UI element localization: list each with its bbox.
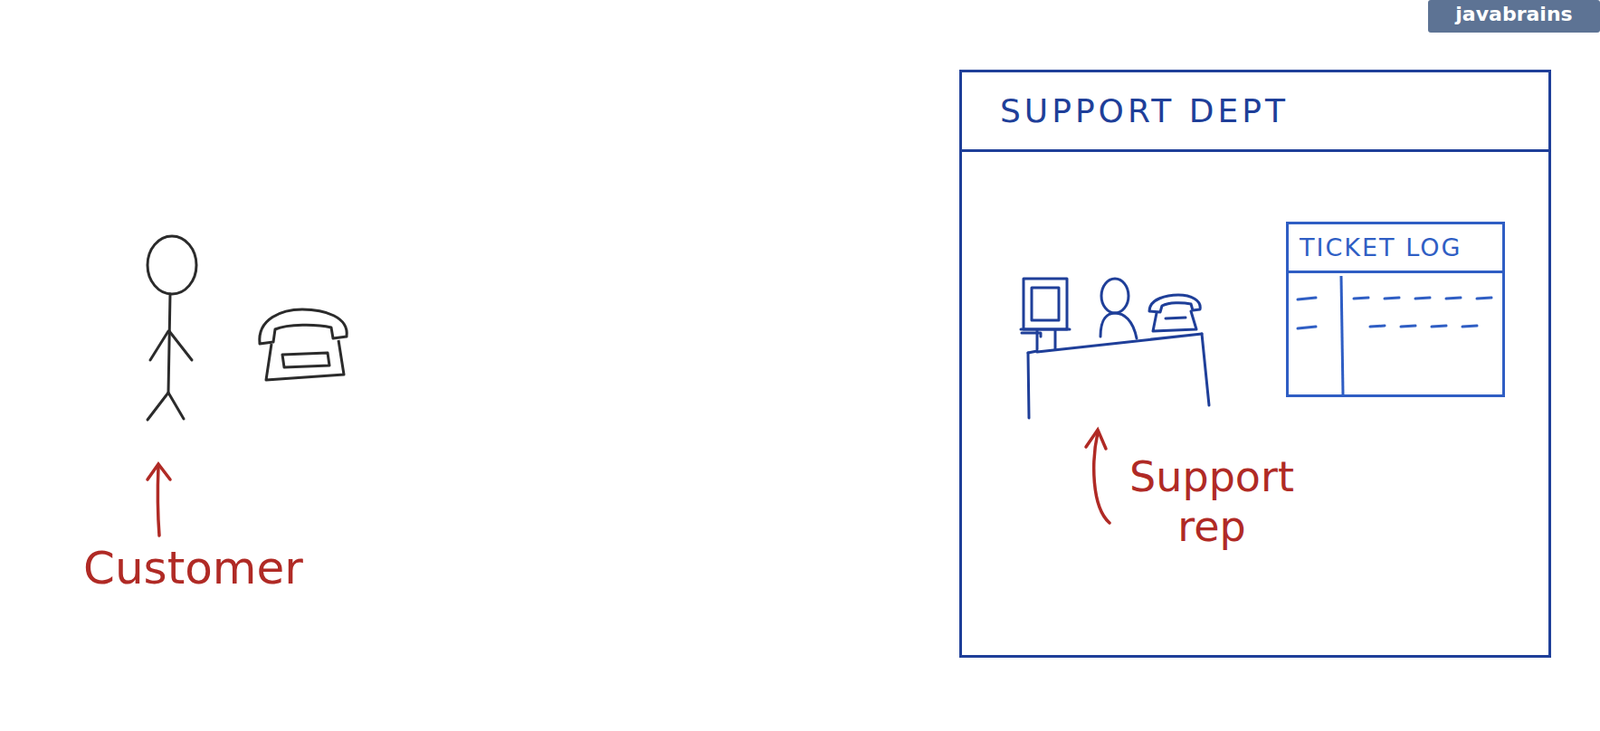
table-row-dashes	[1297, 325, 1477, 329]
phone-icon	[259, 309, 347, 381]
support-rep-arrow	[1085, 429, 1110, 524]
customer-arrow	[147, 464, 171, 536]
watermark: javabrains	[1433, 2, 1595, 27]
support-desk	[1020, 278, 1210, 419]
column-line	[1341, 276, 1343, 395]
table-row-dashes	[1297, 297, 1492, 300]
role-label: Support rep	[1118, 452, 1305, 553]
box-title: TICKET LOG	[1288, 224, 1503, 274]
department-box: SUPPORT DEPT TICKET LOG	[959, 69, 1552, 658]
box-title: SUPPORT DEPT	[961, 72, 1549, 153]
customer-figure	[147, 236, 197, 420]
ticket-log-table: TICKET LOG	[1285, 221, 1505, 398]
actor-label: Customer	[83, 541, 346, 596]
watermark-tab	[1428, 0, 1600, 33]
